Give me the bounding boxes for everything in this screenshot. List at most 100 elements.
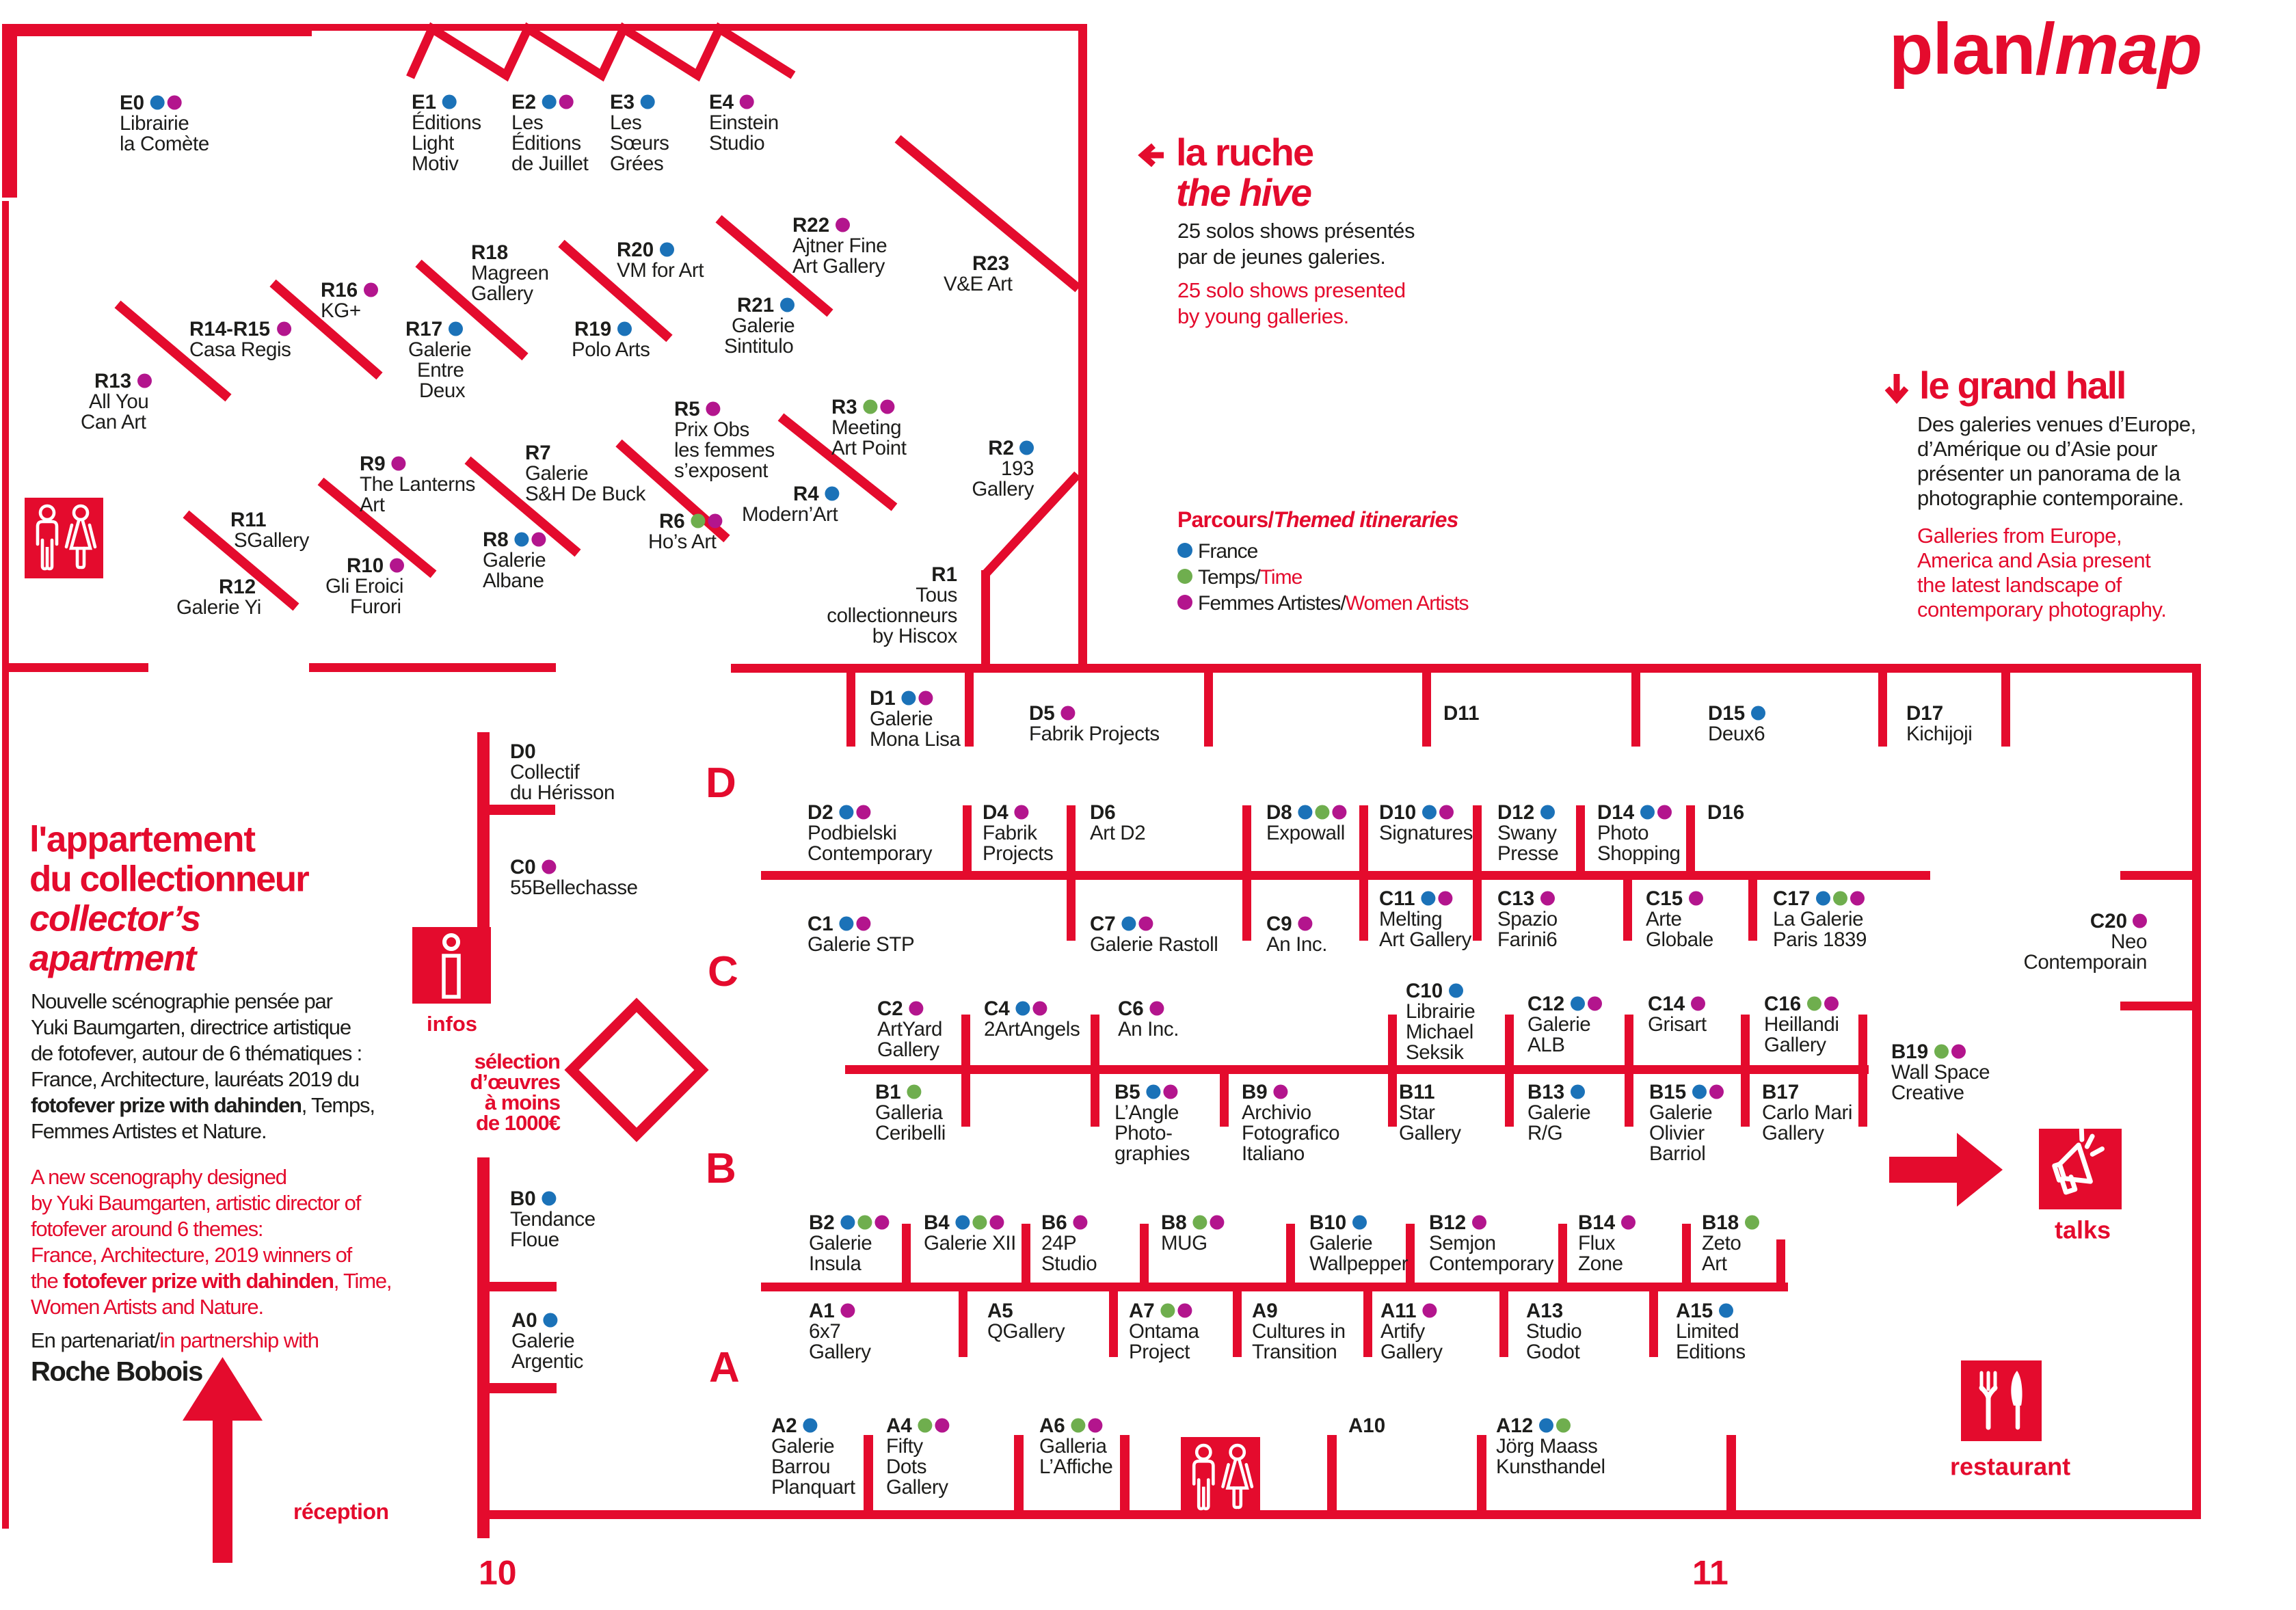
- svg-text:D17: D17: [1906, 702, 1943, 725]
- svg-text:C10: C10: [1406, 980, 1443, 1002]
- svg-text:la Comète: la Comète: [120, 133, 209, 155]
- svg-text:Barrou: Barrou: [771, 1455, 830, 1478]
- svg-text:R16: R16: [321, 279, 358, 301]
- svg-text:Gallery: Gallery: [1380, 1341, 1443, 1363]
- svg-text:B8: B8: [1161, 1211, 1187, 1234]
- svg-text:Planquart: Planquart: [771, 1476, 855, 1499]
- svg-text:Galerie: Galerie: [771, 1435, 834, 1458]
- svg-text:Neo: Neo: [2111, 930, 2147, 953]
- svg-text:A: A: [709, 1344, 740, 1391]
- svg-text:C13: C13: [1497, 887, 1534, 910]
- svg-text:Farini6: Farini6: [1497, 928, 1557, 951]
- svg-text:Studio: Studio: [1041, 1252, 1097, 1275]
- svg-text:s’exposent: s’exposent: [674, 459, 768, 482]
- svg-text:Femmes Artistes/Women Artists: Femmes Artistes/Women Artists: [1198, 592, 1469, 615]
- svg-text:Albane: Albane: [483, 569, 544, 592]
- svg-text:VM for Art: VM for Art: [617, 259, 704, 282]
- svg-text:Art Gallery: Art Gallery: [1379, 928, 1472, 951]
- svg-text:A11: A11: [1380, 1300, 1417, 1322]
- svg-text:D15: D15: [1708, 702, 1745, 725]
- svg-text:collector’s: collector’s: [29, 899, 200, 939]
- svg-text:Tendance: Tendance: [510, 1208, 596, 1231]
- svg-text:Magreen: Magreen: [471, 262, 549, 284]
- svg-text:Galerie Rastoll: Galerie Rastoll: [1090, 933, 1218, 956]
- svg-text:Seksik: Seksik: [1406, 1041, 1464, 1064]
- svg-text:Ontama: Ontama: [1129, 1320, 1200, 1343]
- svg-text:10: 10: [479, 1554, 517, 1592]
- svg-text:Collectif: Collectif: [510, 761, 580, 783]
- svg-text:R23: R23: [972, 252, 1009, 275]
- svg-text:à moins: à moins: [485, 1090, 560, 1114]
- svg-text:Fotografico: Fotografico: [1242, 1122, 1339, 1144]
- svg-text:B15: B15: [1649, 1081, 1686, 1103]
- svg-text:Contemporain: Contemporain: [2024, 951, 2148, 974]
- svg-text:Paris 1839: Paris 1839: [1773, 928, 1867, 951]
- svg-text:Gallery: Gallery: [1762, 1122, 1824, 1144]
- svg-text:55Bellechasse: 55Bellechasse: [510, 876, 638, 899]
- svg-text:A6: A6: [1039, 1414, 1065, 1437]
- svg-text:Project: Project: [1129, 1341, 1190, 1363]
- svg-text:C9: C9: [1266, 913, 1292, 935]
- svg-text:E3: E3: [610, 91, 635, 113]
- svg-text:A7: A7: [1129, 1300, 1155, 1322]
- svg-text:Kunsthandel: Kunsthandel: [1496, 1455, 1605, 1478]
- svg-text:B13: B13: [1527, 1081, 1564, 1103]
- svg-text:Temps/Time: Temps/Time: [1198, 566, 1303, 589]
- svg-text:the fotofever prize with dahin: the fotofever prize with dahinden, Time,: [31, 1269, 391, 1293]
- svg-text:Galerie STP: Galerie STP: [807, 933, 914, 956]
- svg-text:by Hiscox: by Hiscox: [872, 625, 958, 647]
- svg-text:Galerie: Galerie: [511, 1330, 574, 1352]
- svg-text:Galerie: Galerie: [1649, 1101, 1712, 1124]
- svg-text:24P: 24P: [1041, 1232, 1076, 1255]
- svg-text:Expowall: Expowall: [1266, 822, 1345, 844]
- svg-text:Barriol: Barriol: [1649, 1142, 1705, 1165]
- svg-text:Wallpepper: Wallpepper: [1309, 1252, 1409, 1275]
- svg-text:B0: B0: [510, 1188, 536, 1210]
- svg-text:D14: D14: [1597, 801, 1635, 824]
- svg-text:E2: E2: [511, 91, 536, 113]
- svg-text:Limited: Limited: [1676, 1320, 1739, 1343]
- svg-text:Cultures in: Cultures in: [1252, 1320, 1346, 1343]
- svg-text:D4: D4: [983, 801, 1009, 824]
- svg-text:KG+: KG+: [321, 299, 361, 322]
- svg-text:Studio: Studio: [1526, 1320, 1581, 1343]
- svg-text:Grisart: Grisart: [1648, 1013, 1707, 1036]
- svg-text:D6: D6: [1090, 801, 1116, 824]
- svg-text:Yuki Baumgarten, directrice ar: Yuki Baumgarten, directrice artistique: [31, 1015, 351, 1039]
- svg-text:Presse: Presse: [1497, 842, 1558, 865]
- svg-text:R18: R18: [471, 241, 508, 264]
- svg-text:Tous: Tous: [916, 584, 957, 606]
- svg-text:B19: B19: [1891, 1041, 1928, 1063]
- svg-text:All You: All You: [89, 390, 148, 413]
- svg-text:by young galleries.: by young galleries.: [1177, 304, 1349, 328]
- svg-text:Parcours/Themed itineraries: Parcours/Themed itineraries: [1177, 507, 1458, 532]
- svg-text:photographie contemporaine.: photographie contemporaine.: [1917, 486, 2184, 510]
- svg-text:Galerie: Galerie: [870, 708, 933, 730]
- svg-text:L’Affiche: L’Affiche: [1039, 1455, 1112, 1478]
- svg-text:Globale: Globale: [1646, 928, 1713, 951]
- svg-text:Mona Lisa: Mona Lisa: [870, 728, 961, 751]
- svg-text:A new scenography designed: A new scenography designed: [31, 1165, 286, 1189]
- svg-text:R20: R20: [617, 239, 654, 261]
- svg-text:Artify: Artify: [1380, 1320, 1425, 1343]
- svg-text:contemporary photography.: contemporary photography.: [1917, 598, 2166, 621]
- svg-text:Éditions: Éditions: [511, 132, 581, 155]
- svg-text:Zeto: Zeto: [1702, 1232, 1741, 1255]
- svg-text:Sœurs: Sœurs: [610, 132, 669, 155]
- svg-text:C20: C20: [2090, 910, 2127, 933]
- svg-text:Studio: Studio: [709, 132, 764, 155]
- svg-text:B6: B6: [1041, 1211, 1067, 1234]
- svg-text:de fotofever, autour de 6 thém: de fotofever, autour de 6 thématiques :: [31, 1041, 362, 1065]
- svg-text:Creative: Creative: [1891, 1082, 1964, 1104]
- svg-text:Einstein: Einstein: [709, 111, 779, 134]
- svg-text:de Juillet: de Juillet: [511, 152, 589, 175]
- svg-text:B4: B4: [924, 1211, 950, 1234]
- svg-text:Italiano: Italiano: [1242, 1142, 1305, 1165]
- svg-text:Galleria: Galleria: [1039, 1435, 1107, 1458]
- svg-text:Roche Bobois: Roche Bobois: [31, 1357, 202, 1387]
- svg-text:D1: D1: [870, 687, 896, 710]
- svg-text:Shopping: Shopping: [1597, 842, 1680, 865]
- svg-text:A12: A12: [1496, 1414, 1533, 1437]
- svg-text:Signatures: Signatures: [1379, 822, 1473, 844]
- svg-text:France: France: [1198, 540, 1258, 563]
